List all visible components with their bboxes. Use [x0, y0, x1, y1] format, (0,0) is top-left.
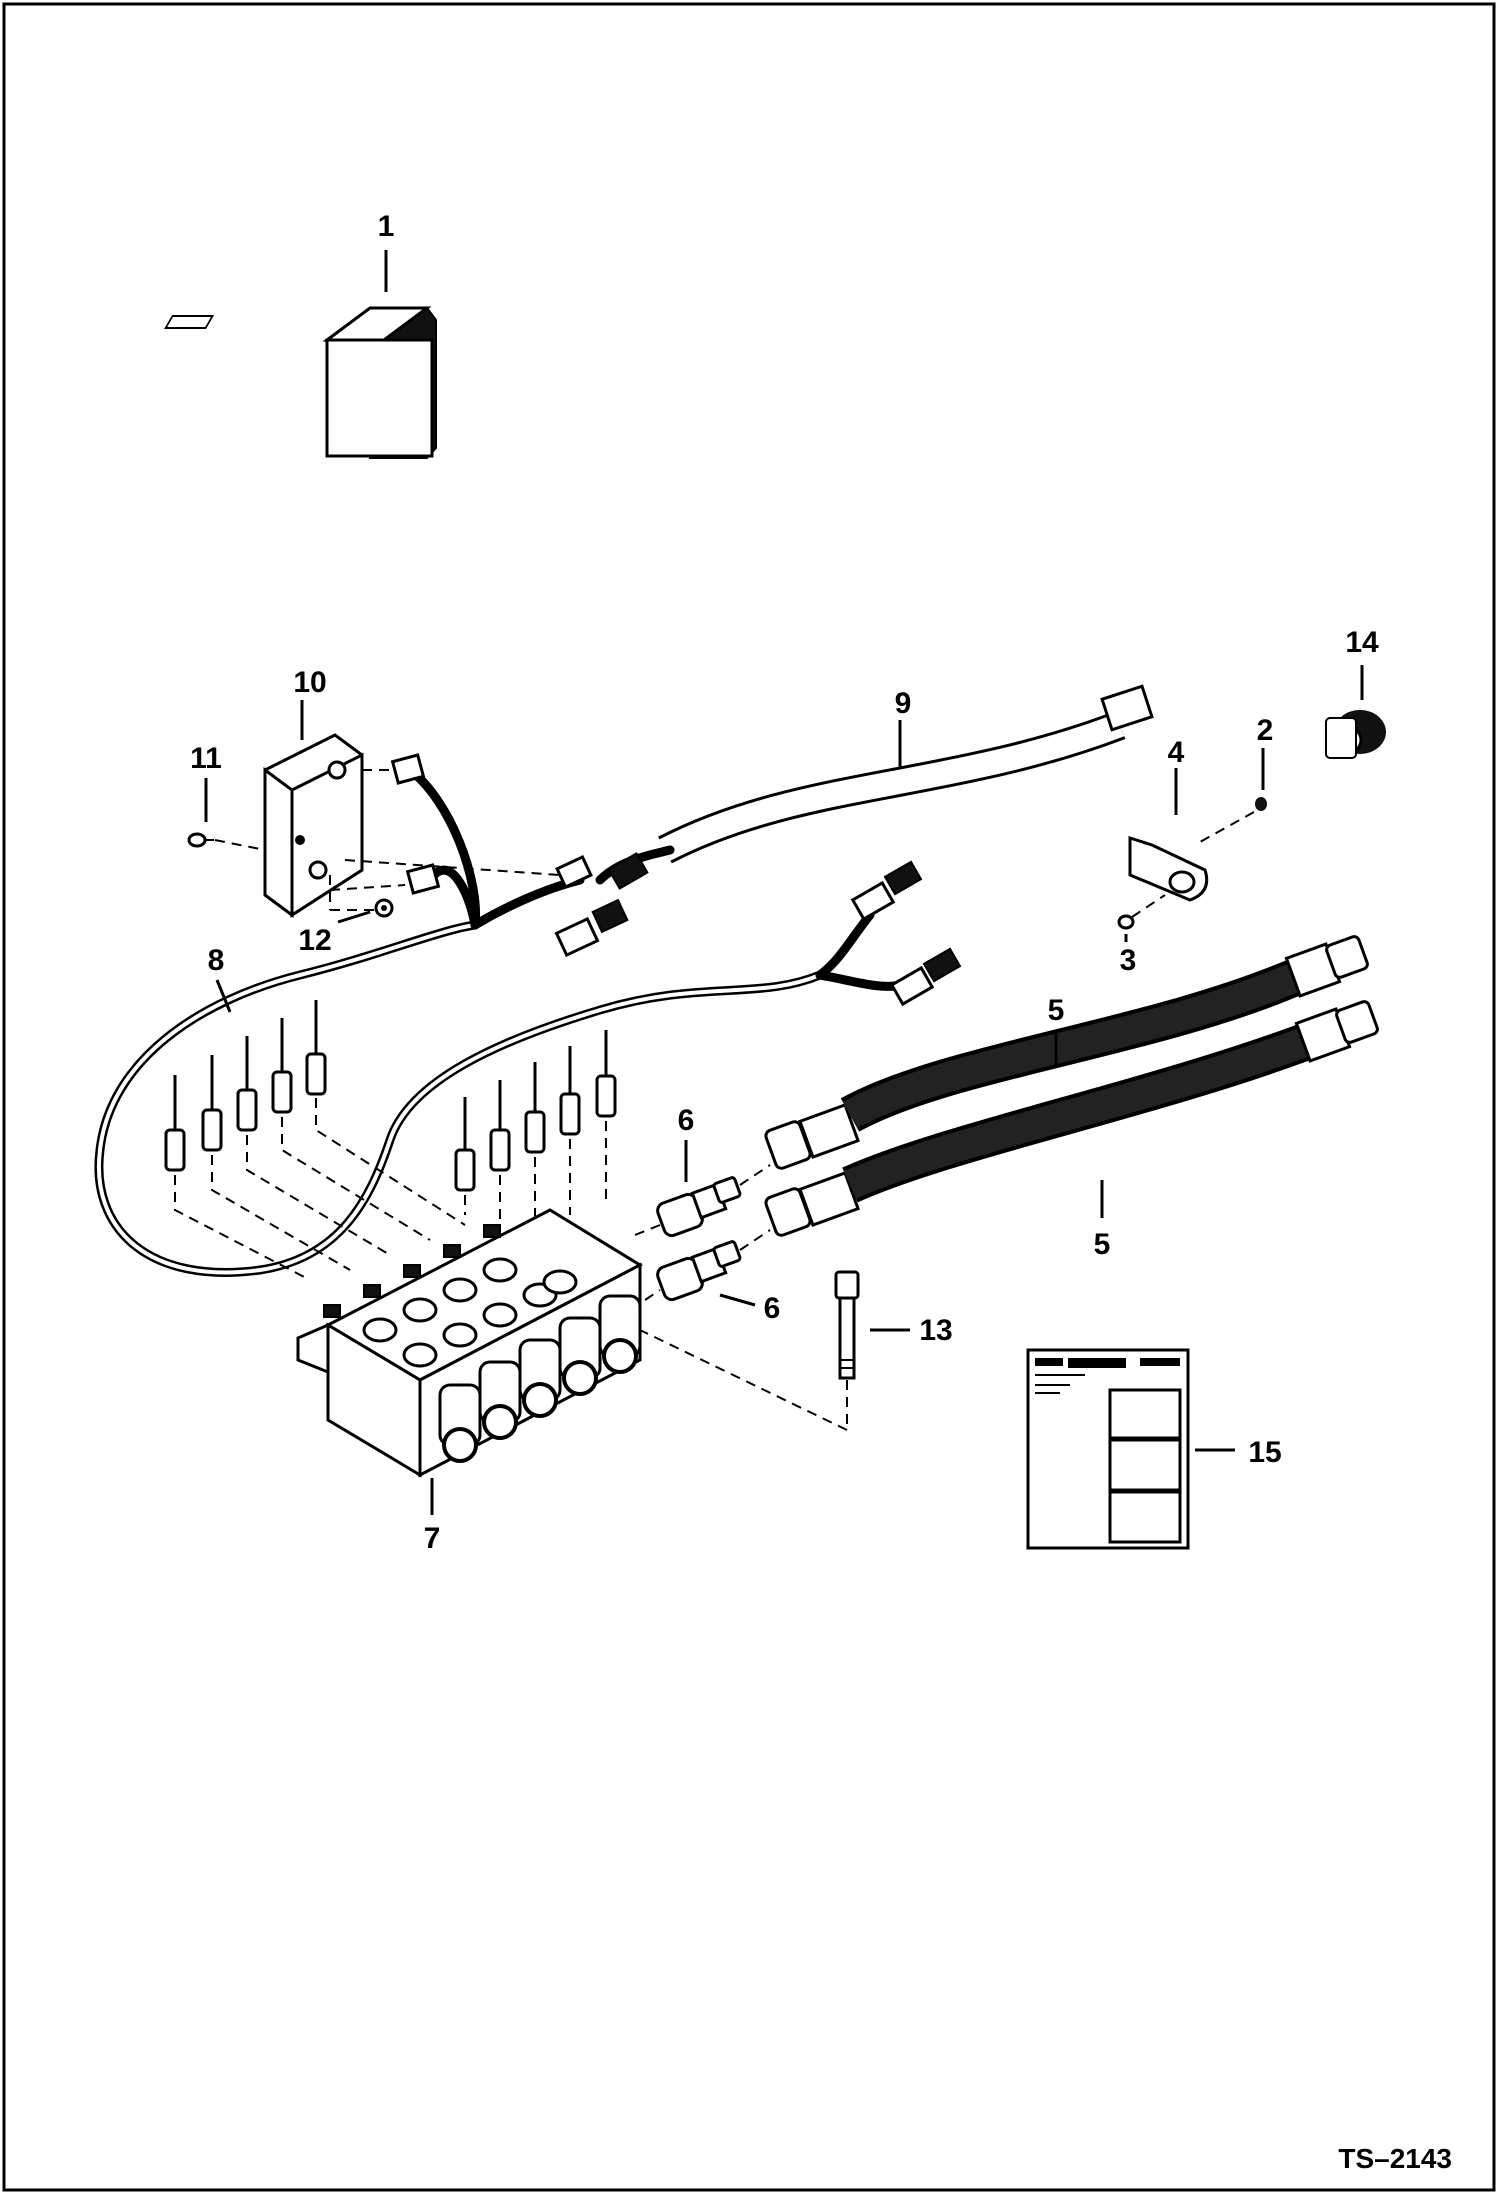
- callout-9: 9: [895, 687, 912, 720]
- callout-7: 7: [424, 1522, 441, 1555]
- part-6-fitting-upper: [656, 1176, 742, 1238]
- part-1-box: [164, 306, 437, 459]
- callout-15: 15: [1248, 1436, 1281, 1469]
- callout-14: 14: [1345, 626, 1379, 659]
- part-10-bracket: [263, 733, 364, 918]
- callout-8: 8: [208, 944, 225, 977]
- part-2-screw: [1255, 797, 1267, 811]
- part-15-manual: [1026, 1348, 1190, 1550]
- callout-12: 12: [298, 924, 331, 957]
- part-5-hose-lower: [764, 1000, 1379, 1237]
- figure-code: TS–2143: [1338, 2143, 1452, 2174]
- callout-10: 10: [293, 666, 326, 699]
- callout-3: 3: [1120, 944, 1137, 977]
- part-14-grommet: [1325, 710, 1386, 759]
- part-3-nut: [1117, 914, 1135, 930]
- part-7-valve: [296, 1208, 644, 1478]
- callout-2: 2: [1257, 714, 1274, 747]
- callout-5b: 5: [1094, 1228, 1111, 1261]
- part-4-plate: [1128, 835, 1209, 902]
- part-12-nut: [374, 898, 394, 918]
- callout-1: 1: [378, 210, 395, 243]
- callout-6a: 6: [678, 1104, 695, 1137]
- callout-6b: 6: [764, 1292, 781, 1325]
- callout-4: 4: [1168, 736, 1185, 769]
- callout-13: 13: [919, 1314, 952, 1347]
- part-6-fitting-lower: [656, 1240, 742, 1302]
- part-13-bolt: [639, 1270, 860, 1431]
- harness-leaders: [174, 1098, 607, 1281]
- callout-labels: 1 2 3 4 5 5 6 6 7 8 9 10 11 12 13 14 15: [190, 210, 1379, 1555]
- part-9-cable: [595, 684, 1154, 885]
- part-8-harness: [94, 753, 962, 1277]
- callout-5a: 5: [1048, 994, 1065, 1027]
- part-11-screw: [187, 832, 214, 848]
- callout-11: 11: [190, 742, 222, 775]
